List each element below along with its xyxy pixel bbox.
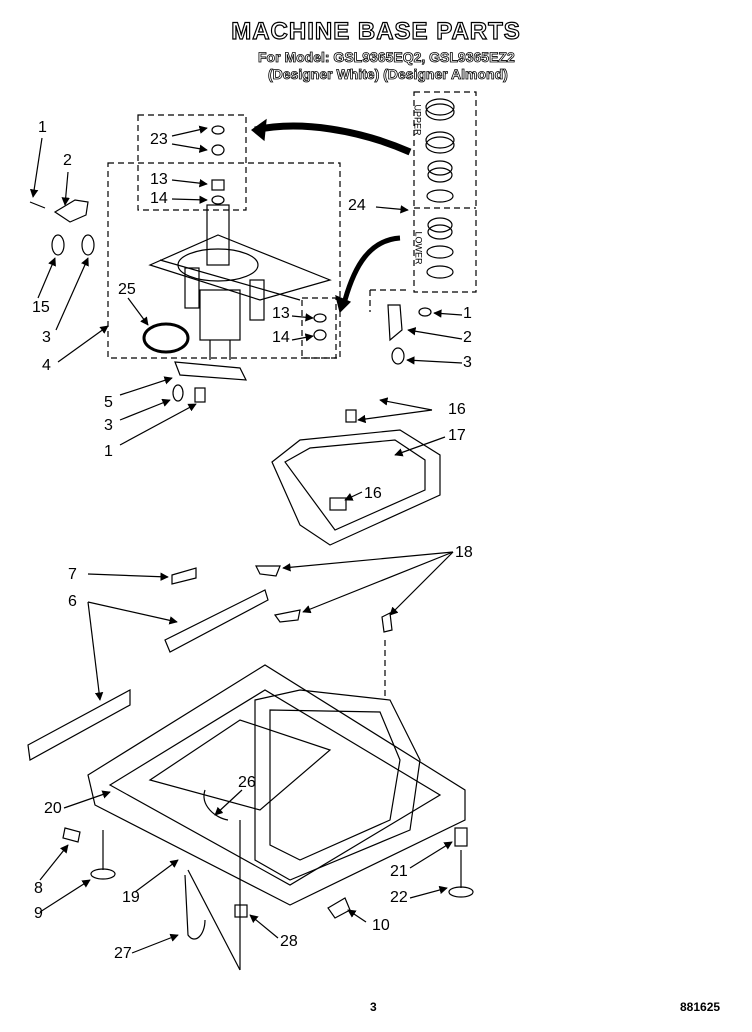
callout-3-lower: 3 [104, 417, 113, 434]
callout-23: 23 [150, 131, 168, 148]
kit-label-upper: UPPER [412, 104, 423, 136]
callout-8: 8 [34, 880, 43, 897]
callout-14-inner: 14 [272, 329, 290, 346]
machine-base-frame [27, 664, 466, 906]
callout-2-right: 2 [463, 329, 472, 346]
callout-26: 26 [238, 774, 256, 791]
callout-5: 5 [104, 394, 113, 411]
motor-mount-plate [271, 409, 441, 546]
callout-15: 15 [32, 299, 50, 316]
callout-6: 6 [68, 593, 77, 610]
callout-16: 16 [448, 401, 466, 418]
document-number: 881625 [680, 1000, 721, 1014]
model-numbers: For Model: GSL9365EQ2, GSL9365EZ2 [258, 49, 516, 66]
callout-28: 28 [280, 933, 298, 950]
kit-box [413, 91, 477, 293]
transmission-assembly [148, 204, 332, 360]
callout-1-lower: 1 [104, 443, 113, 460]
callout-24: 24 [348, 197, 366, 214]
inner-seal-box [301, 297, 337, 359]
callout-20: 20 [44, 800, 62, 817]
lower-kit-parts [426, 217, 454, 279]
kit-label-lower: LOWER [413, 231, 424, 265]
callout-19: 19 [122, 889, 140, 906]
transmission-group-box [107, 162, 341, 359]
callout-22: 22 [390, 889, 408, 906]
callout-3-right: 3 [463, 354, 472, 371]
callout-17: 17 [448, 427, 466, 444]
page-title: MACHINE BASE PARTS [231, 17, 521, 45]
callout-14: 14 [150, 190, 168, 207]
callout-13-inner: 13 [272, 305, 290, 322]
callout-3: 3 [42, 329, 51, 346]
callout-1: 1 [38, 119, 47, 136]
callout-1-right: 1 [463, 305, 472, 322]
callout-9: 9 [34, 905, 43, 922]
callout-13: 13 [150, 171, 168, 188]
callout-10: 10 [372, 917, 390, 934]
page-number: 3 [370, 1000, 377, 1014]
callout-21: 21 [390, 863, 408, 880]
callout-16-inner: 16 [364, 485, 382, 502]
model-colors: (Designer White) (Designer Almond) [268, 66, 509, 83]
callout-7: 7 [68, 566, 77, 583]
seal-group-box [137, 114, 247, 211]
callout-27: 27 [114, 945, 132, 962]
callout-25: 25 [118, 281, 136, 298]
callout-4: 4 [42, 357, 51, 374]
callout-18: 18 [455, 544, 473, 561]
upper-kit-parts [425, 98, 455, 203]
callout-2: 2 [63, 152, 72, 169]
